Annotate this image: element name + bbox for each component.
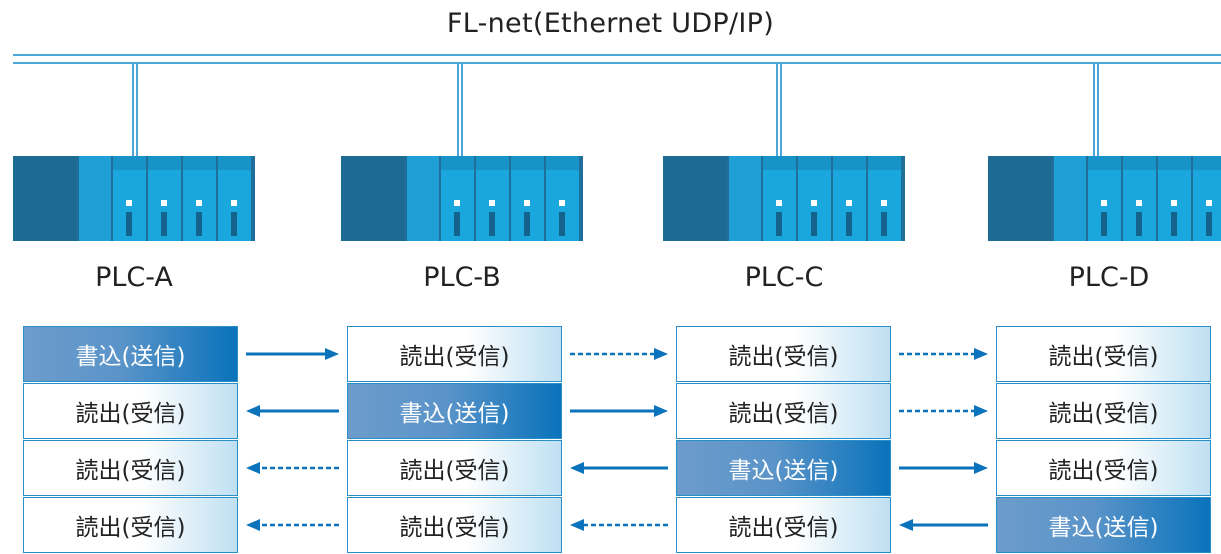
- memory-cell: 読出(受信): [676, 383, 891, 439]
- plc-label: PLC-A: [95, 262, 173, 293]
- memory-cell: 読出(受信): [347, 497, 562, 553]
- memory-cell: 読出(受信): [676, 497, 891, 553]
- plc-unit-a: [13, 156, 255, 241]
- flow-arrow-head: [899, 519, 913, 531]
- memory-cell: 読出(受信): [676, 326, 891, 382]
- flow-arrow-head: [654, 348, 668, 360]
- plc-label: PLC-C: [744, 262, 824, 293]
- memory-cell: 書込(送信): [996, 497, 1211, 553]
- network-drop-line-c: [776, 62, 782, 156]
- network-drop-line-a: [132, 62, 138, 156]
- flow-arrow-head: [654, 405, 668, 417]
- ethernet-bus-line: [13, 54, 1221, 64]
- flow-arrow-head: [974, 405, 988, 417]
- memory-cell: 書込(送信): [23, 326, 238, 382]
- flow-arrow-head: [246, 462, 260, 474]
- memory-cell: 読出(受信): [996, 440, 1211, 496]
- memory-cell: 読出(受信): [996, 326, 1211, 382]
- memory-cell: 読出(受信): [23, 383, 238, 439]
- flow-arrow-head: [325, 348, 339, 360]
- plc-unit-c: [663, 156, 905, 241]
- flow-arrow-head: [246, 519, 260, 531]
- flow-arrow-head: [974, 462, 988, 474]
- memory-cell: 読出(受信): [996, 383, 1211, 439]
- plc-unit-b: [341, 156, 583, 241]
- flow-arrow-head: [974, 348, 988, 360]
- flow-arrow-head: [246, 405, 260, 417]
- memory-cell: 書込(送信): [347, 383, 562, 439]
- plc-unit-d: [988, 156, 1221, 241]
- plc-label: PLC-B: [423, 262, 501, 293]
- network-drop-line-d: [1093, 62, 1099, 156]
- memory-cell: 読出(受信): [347, 326, 562, 382]
- flow-arrow-head: [570, 519, 584, 531]
- network-title: FL-net(Ethernet UDP/IP): [446, 8, 775, 39]
- network-drop-line-b: [457, 62, 463, 156]
- memory-cell: 読出(受信): [23, 497, 238, 553]
- flow-arrow-head: [570, 462, 584, 474]
- plc-label: PLC-D: [1068, 262, 1150, 293]
- memory-cell: 書込(送信): [676, 440, 891, 496]
- memory-cell: 読出(受信): [347, 440, 562, 496]
- memory-cell: 読出(受信): [23, 440, 238, 496]
